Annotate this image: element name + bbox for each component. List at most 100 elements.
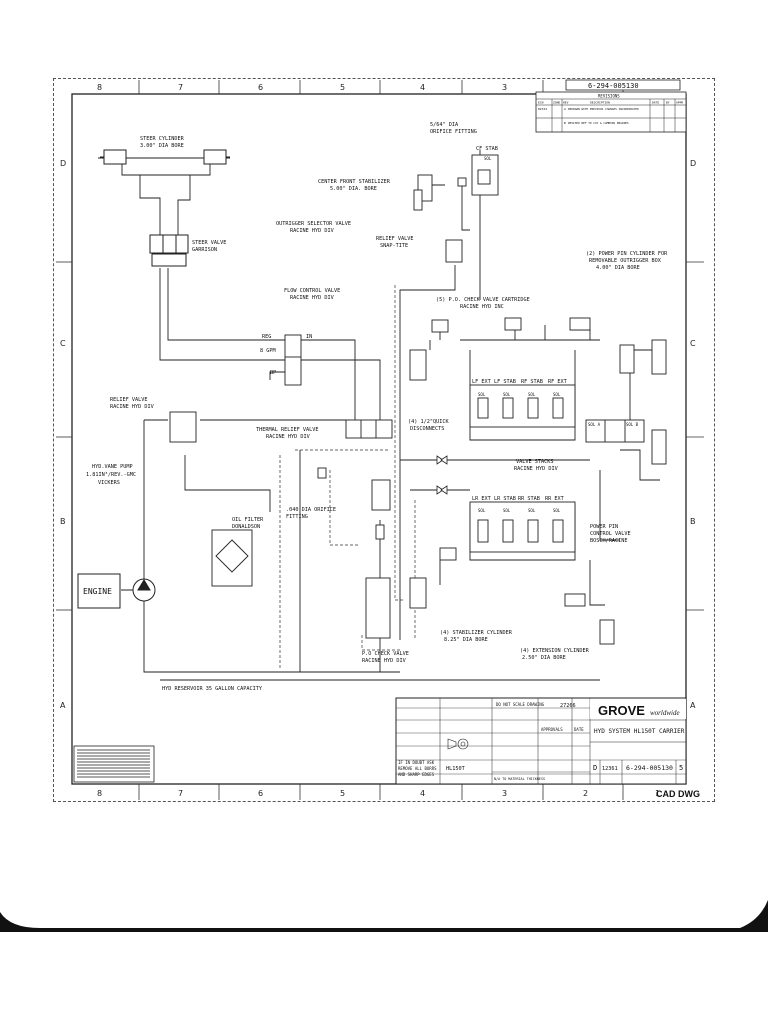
thermal-relief-valve-icon — [317, 467, 391, 540]
grid-col-top-4: 4 — [420, 83, 425, 92]
grid-row-left-C: C — [60, 339, 66, 348]
grid-col-bottom-5: 5 — [340, 789, 345, 798]
top-drawing-number: 6-294-005130 — [588, 82, 639, 90]
power-pin-cylinder-label-3: 4.00" DIA BORE — [596, 265, 640, 271]
po-check-valve-icon — [365, 577, 391, 639]
stack-lr-ext: LR EXT — [472, 496, 491, 502]
flow-port-in: IN — [306, 334, 312, 340]
hyd-vane-pump-icon — [121, 578, 156, 602]
grid-col-top-6: 6 — [258, 83, 263, 92]
grid-col-top-5: 5 — [340, 83, 345, 92]
stack-rf-stab: RF STAB — [521, 379, 543, 385]
grid-row-right-D: D — [690, 159, 696, 168]
power-pin-control-label-2: CONTROL VALVE — [590, 531, 631, 537]
grid-col-bottom-8: 8 — [97, 789, 102, 798]
reservoir-label: HYD RESERVOIR 35 GALLON CAPACITY — [162, 686, 263, 692]
steer-cylinder-label-2: 3.00" DIA BORE — [140, 143, 184, 149]
power-pin-cylinder-label-1: (2) POWER PIN CYLINDER FOR — [586, 251, 668, 257]
stack-rr-stab: RR STAB — [518, 496, 540, 502]
extension-cylinder-label-1: (4) EXTENSION CYLINDER — [520, 648, 590, 654]
grid-col-top-7: 7 — [178, 83, 183, 92]
grid-col-bottom-7: 7 — [178, 789, 183, 798]
drawing-title: HYD SYSTEM HL150T CARRIER — [594, 728, 685, 735]
job-number: 27266 — [560, 703, 576, 709]
stack-lr-stab: LR STAB — [494, 496, 516, 502]
power-pin-cylinder-label-2: REMOVABLE OUTRIGGER BOX — [589, 258, 662, 264]
orifice-fitting-label-2: ORIFICE FITTING — [430, 129, 477, 135]
deburr-note-1: IF IN DOUBT ASK — [398, 760, 435, 765]
grid-col-bottom-1: 1 — [655, 789, 660, 798]
power-pin-cylinder-icon — [651, 339, 667, 465]
grid-row-left-B: B — [60, 517, 66, 526]
deburr-note-2: REMOVE ALL BURRS — [398, 766, 437, 771]
component-labels: STEER CYLINDER 3.00" DIA BORE STEER VALV… — [86, 122, 668, 692]
engine-box — [77, 573, 121, 609]
flow-port-bp: BP — [270, 370, 276, 376]
approvals-label: APPROVALS — [541, 727, 563, 732]
thermal-relief-label-2: RACINE HYD DIV — [266, 434, 310, 440]
grid-row-right-C: C — [690, 339, 696, 348]
thermal-relief-label-1: THERMAL RELIEF VALVE — [256, 427, 318, 433]
outrigger-selector-label-2: RACINE HYD DIV — [290, 228, 334, 234]
oil-filter-label-2: DONALDSON — [232, 524, 260, 530]
pump-label-1: HYD.VANE PUMP — [92, 464, 133, 470]
cage-code: 12361 — [602, 766, 618, 772]
relief-valve-racine-icon — [169, 411, 197, 443]
rev-row-2-desc: REVISED REF TO CAT & CUMMINS ENGINES — [568, 121, 629, 125]
extension-cylinder-label-2: 2.50" DIA BORE — [522, 655, 566, 661]
revision-title: REVISIONS — [598, 94, 620, 99]
material-note: N/A TO MATERIAL THICKNESS — [494, 777, 545, 781]
stabilizer-cylinder-label-1: (4) STABILIZER CYLINDER — [440, 630, 513, 636]
grid-col-top-3: 3 — [502, 83, 507, 92]
po-check-cartridge-label-2: RACINE HYD INC — [460, 304, 504, 310]
title-block: DO NOT SCALE DRAWING 27266 APPROVALS DAT… — [395, 697, 687, 785]
power-pin-control-label-1: POWER PIN — [590, 524, 618, 530]
quick-disconnect-icon — [436, 455, 448, 495]
rev-header-appr: APPR — [676, 101, 683, 105]
rev-header-date: DATE — [652, 101, 659, 105]
scanner-bottom-edge — [0, 900, 768, 932]
stack-sol-6: SOL — [503, 508, 511, 513]
valve-stacks-label-1: VALVE STACKS — [516, 459, 553, 465]
grid-row-left-A: A — [60, 701, 66, 710]
relief-valve-snaptite-label-2: SNAP-TITE — [380, 243, 408, 249]
outrigger-selector-label-1: OUTRIGGER SELECTOR VALVE — [276, 221, 351, 227]
cad-dwg-mark: CAD DWG — [656, 789, 700, 799]
orifice-fitting-label-1: 5/64" DIA — [430, 122, 459, 128]
stack-sol-3: SOL — [528, 392, 536, 397]
stack-rr-ext: RR EXT — [545, 496, 564, 502]
stack-rf-ext: RF EXT — [548, 379, 567, 385]
revision-block: REVISIONS ECN ZONE REV DESCRIPTION DATE … — [535, 91, 687, 133]
rev-header-zone: ZONE — [553, 101, 560, 105]
grove-logo: GROVE — [598, 703, 645, 718]
rev-header-by: BY — [666, 101, 670, 105]
sol-b-label: SOL B — [626, 422, 639, 427]
stack-sol-7: SOL — [528, 508, 536, 513]
stack-sol-4: SOL — [553, 392, 561, 397]
steer-valve-label-2: GARRISON — [192, 247, 217, 253]
model-number: HL150T — [446, 766, 465, 772]
steer-valve-label-1: STEER VALVE — [192, 240, 226, 246]
flow-port-reg: REG — [262, 334, 271, 340]
relief-valve-snaptite-label-1: RELIEF VALVE — [376, 236, 413, 242]
oil-filter-label-1: OIL FILTER — [232, 517, 264, 523]
grid-col-bottom-6: 6 — [258, 789, 263, 798]
rev-number: 5 — [679, 764, 683, 772]
drawing-sheet — [53, 78, 715, 802]
upper-valve-stack-icon — [469, 384, 576, 428]
stack-lf-stab: LF STAB — [494, 379, 516, 385]
stack-sol-1: SOL — [478, 392, 486, 397]
grid-col-top-8: 8 — [97, 83, 102, 92]
relief-valve-racine-label-2: RACINE HYD DIV — [110, 404, 154, 410]
grid-col-bottom-2: 2 — [583, 789, 588, 798]
stabilizer-cylinder-icon — [409, 317, 635, 645]
deburr-note-3: AND SHARP EDGES — [398, 772, 435, 777]
relief-valve-snaptite-icon — [445, 239, 463, 263]
flow-control-valve-icon — [284, 334, 302, 386]
rev-header-ecn: ECN — [538, 101, 544, 105]
quick-disconnects-label-1: (4) 1/2"QUICK — [408, 419, 449, 425]
proprietary-notice-block — [73, 745, 155, 783]
grove-logo-suffix: worldwide — [650, 709, 680, 717]
